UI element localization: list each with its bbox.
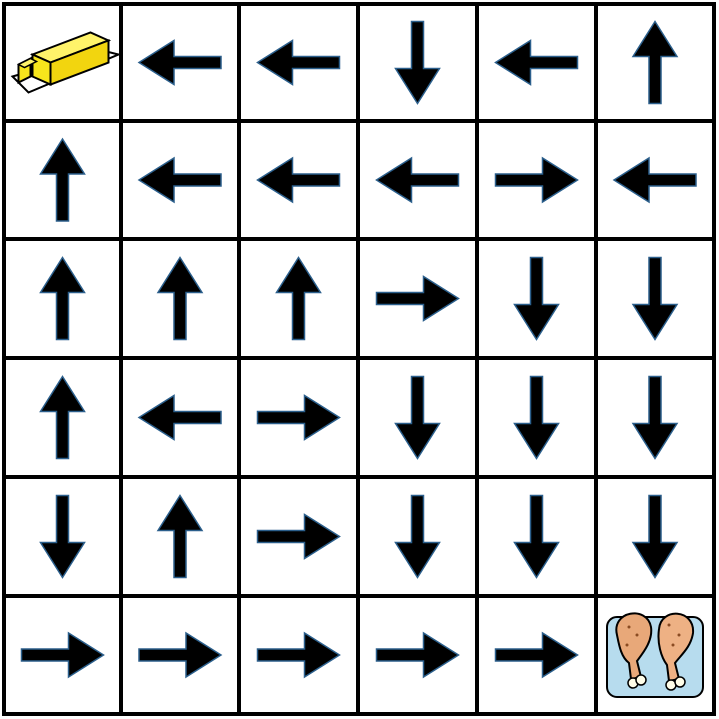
maze-cell[interactable]: [358, 239, 477, 358]
maze-cell[interactable]: [477, 239, 596, 358]
maze-cell[interactable]: [239, 358, 358, 477]
maze-cell[interactable]: [4, 358, 121, 477]
arrow-left-icon: [256, 39, 341, 86]
maze-cell[interactable]: [239, 477, 358, 596]
maze-cell[interactable]: [4, 239, 121, 358]
maze-cell[interactable]: [477, 121, 596, 239]
maze-cell[interactable]: [358, 596, 477, 714]
arrow-left-icon: [137, 394, 222, 441]
arrow-right-icon: [375, 631, 460, 679]
arrow-right-icon: [138, 631, 223, 679]
arrow-right-icon: [494, 156, 579, 204]
butter-icon: [10, 31, 122, 94]
arrow-right-icon: [494, 631, 579, 679]
maze-cell[interactable]: [4, 596, 121, 714]
maze-cell[interactable]: [121, 358, 239, 477]
arrow-down-icon: [513, 256, 560, 341]
maze-cell[interactable]: [358, 477, 477, 596]
maze-cell[interactable]: [4, 4, 122, 121]
maze-cell[interactable]: [358, 358, 477, 477]
arrow-left-icon: [375, 156, 460, 204]
chicken-drumsticks-icon: [606, 612, 704, 698]
arrow-left-icon: [137, 156, 222, 204]
arrow-left-icon: [494, 39, 579, 86]
arrow-up-icon: [275, 256, 322, 341]
arrow-down-icon: [631, 256, 679, 341]
maze-cell[interactable]: [477, 477, 596, 596]
arrow-up-icon: [39, 256, 86, 341]
maze-cell[interactable]: [596, 239, 714, 358]
arrow-right-icon: [20, 631, 105, 679]
maze-cell[interactable]: [121, 239, 239, 358]
maze-cell[interactable]: [596, 358, 714, 477]
arrow-down-icon: [394, 375, 441, 460]
arrow-right-icon: [256, 513, 341, 560]
maze-cell[interactable]: [4, 121, 121, 239]
maze-cell[interactable]: [477, 596, 596, 714]
maze-cell[interactable]: [358, 4, 477, 121]
maze-cell[interactable]: [596, 477, 714, 596]
maze-cell[interactable]: [596, 4, 714, 121]
arrow-down-icon: [631, 375, 679, 460]
maze-cell[interactable]: [358, 121, 477, 239]
maze-cell[interactable]: [121, 477, 239, 596]
arrow-down-icon: [394, 494, 441, 579]
arrow-right-icon: [256, 631, 341, 679]
arrow-down-icon: [394, 20, 441, 105]
arrow-left-icon: [256, 156, 341, 204]
maze-cell[interactable]: [239, 596, 358, 714]
arrow-down-icon: [631, 494, 679, 579]
maze-cell[interactable]: [596, 121, 714, 239]
maze-cell[interactable]: [477, 4, 596, 121]
maze-cell[interactable]: [239, 121, 358, 239]
maze-cell[interactable]: [121, 4, 239, 121]
arrow-down-icon: [513, 494, 560, 579]
arrow-down-icon: [513, 375, 560, 460]
maze-cell[interactable]: [596, 596, 714, 714]
arrow-up-icon: [631, 20, 679, 105]
arrow-left-icon: [137, 39, 222, 86]
arrow-up-icon: [39, 137, 86, 222]
maze-cell[interactable]: [121, 596, 239, 714]
arrow-up-icon: [156, 256, 204, 341]
maze-cell[interactable]: [239, 4, 358, 121]
maze-cell[interactable]: [121, 121, 239, 239]
maze-cell[interactable]: [239, 239, 358, 358]
arrow-down-icon: [39, 494, 86, 579]
arrow-right-icon: [256, 394, 341, 441]
arrow-left-icon: [612, 156, 697, 204]
arrow-up-icon: [156, 494, 204, 579]
arrow-up-icon: [39, 375, 86, 460]
maze-cell[interactable]: [477, 358, 596, 477]
maze-cell[interactable]: [4, 477, 121, 596]
arrow-right-icon: [375, 275, 460, 322]
